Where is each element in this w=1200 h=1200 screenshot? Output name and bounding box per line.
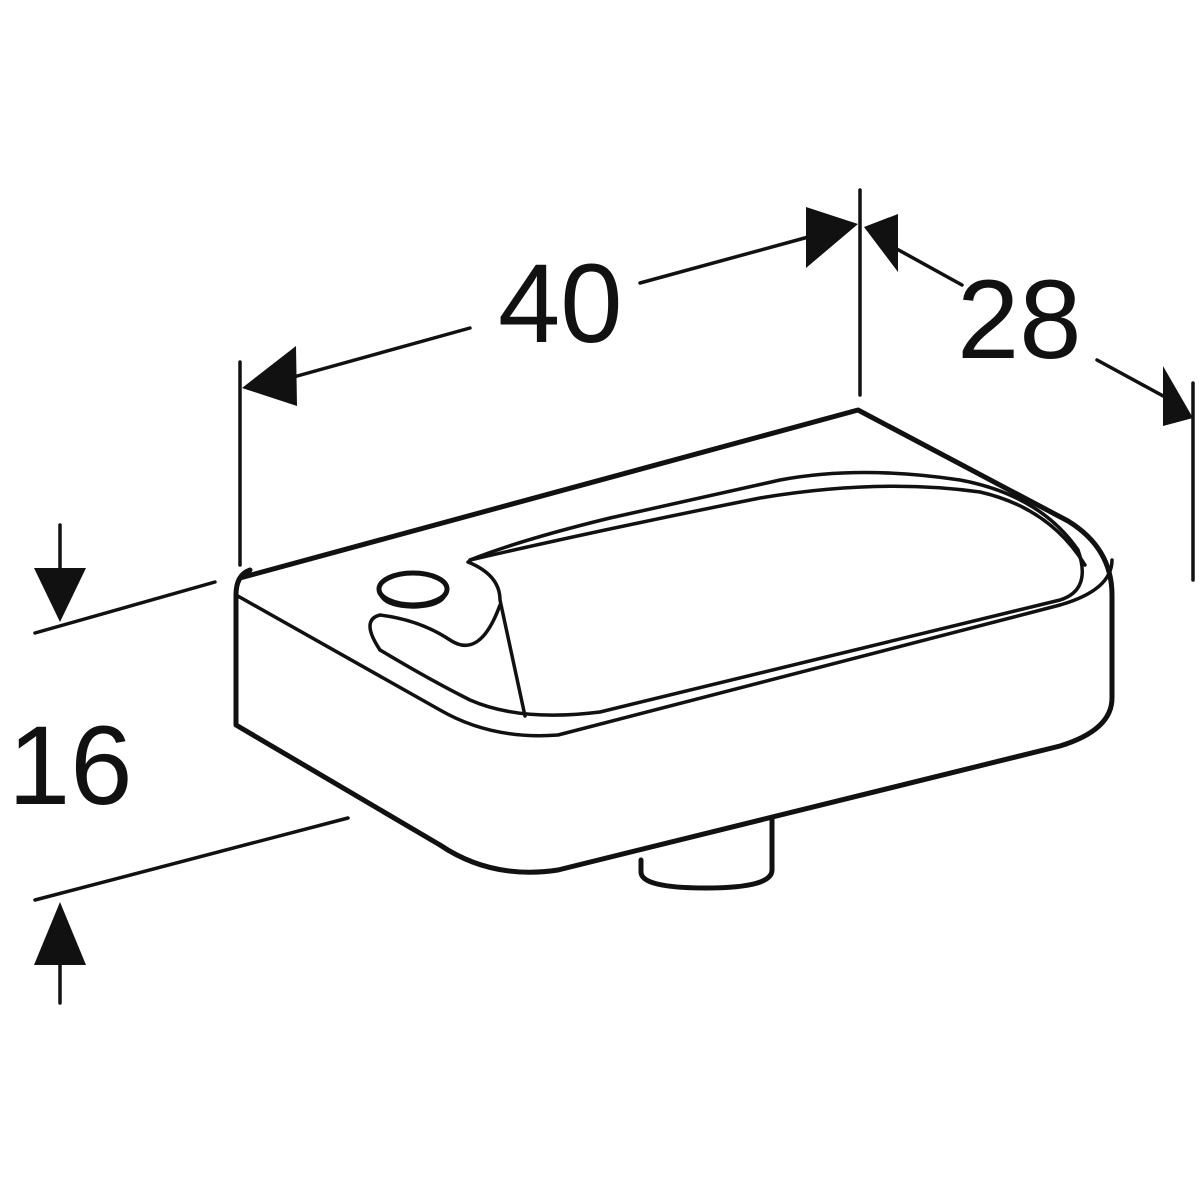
width-label: 40	[498, 241, 623, 366]
drain-pipe	[638, 815, 775, 891]
depth-dim-line-bottom	[1095, 358, 1167, 399]
height-extension-bottom	[33, 816, 350, 902]
width-dimension: 40	[238, 188, 862, 567]
height-arrow-bottom-icon	[34, 902, 86, 965]
tap-deck	[466, 560, 527, 718]
depth-dim-line-top	[893, 246, 964, 287]
width-arrow-left-icon	[242, 346, 297, 406]
bowl-outline	[378, 470, 1084, 717]
height-arrow-top-icon	[34, 568, 86, 622]
height-extension-top	[33, 580, 217, 635]
tap-deck-front	[368, 603, 502, 652]
width-dim-line-left	[288, 326, 472, 380]
tap-hole-icon	[376, 570, 450, 608]
width-arrow-right-icon	[806, 207, 858, 268]
height-label: 16	[8, 703, 133, 828]
depth-dimension: 28	[864, 214, 1195, 582]
basin-outline	[233, 407, 1115, 875]
width-dim-line-right	[638, 234, 814, 285]
height-dimension: 16	[8, 523, 350, 1005]
depth-label: 28	[957, 257, 1082, 382]
rim-front-edge	[234, 593, 1062, 738]
depth-arrow-top-icon	[864, 214, 898, 272]
tap-hole-depth	[378, 590, 448, 609]
basin	[233, 407, 1115, 891]
bowl-inner-lip	[468, 484, 1087, 567]
rim-right-edge	[1058, 558, 1114, 607]
depth-arrow-bottom-icon	[1163, 366, 1193, 426]
